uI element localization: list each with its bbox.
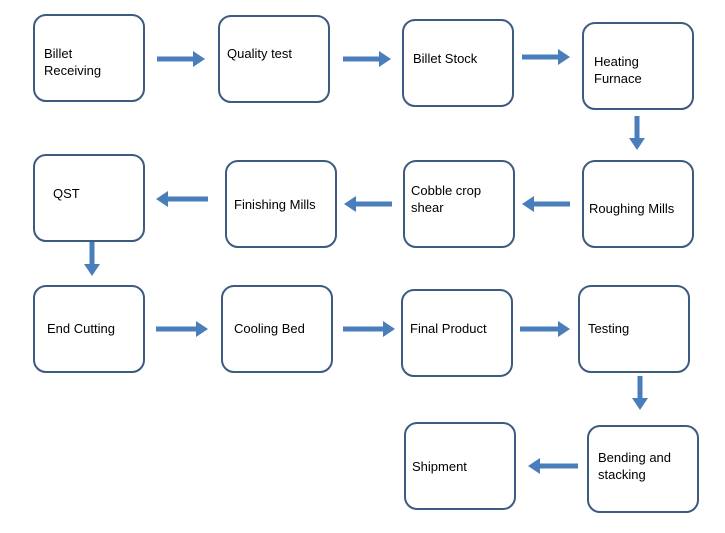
flow-arrow-finishing-mills-to-qst <box>156 191 208 207</box>
step-label: QST <box>53 186 80 201</box>
step-box <box>404 422 516 510</box>
flow-arrow-quality-test-to-billet-stock <box>343 51 391 67</box>
flow-arrow-qst-to-end-cutting <box>84 242 100 276</box>
step-box <box>33 154 145 242</box>
step-label: Billet <box>44 46 73 61</box>
step-testing: Testing <box>578 285 690 373</box>
step-box <box>401 289 513 377</box>
flow-arrow-testing-to-bending-and-stacking <box>632 376 648 410</box>
flow-arrow-cobble-crop-shear-to-finishing-mills <box>344 196 392 212</box>
flow-arrow-final-product-to-testing <box>520 321 570 337</box>
flow-arrow-heating-furnace-to-roughing-mills <box>629 116 645 150</box>
step-box <box>587 425 699 513</box>
step-label: Receiving <box>44 63 101 78</box>
step-label: Quality test <box>227 46 292 61</box>
step-label: Shipment <box>412 459 467 474</box>
flow-arrow-billet-receiving-to-quality-test <box>157 51 205 67</box>
step-end-cutting: End Cutting <box>33 285 145 373</box>
step-label: End Cutting <box>47 321 115 336</box>
step-box <box>578 285 690 373</box>
step-quality-test: Quality test <box>218 15 330 103</box>
step-label: stacking <box>598 467 646 482</box>
flow-arrow-end-cutting-to-cooling-bed <box>156 321 208 337</box>
flow-arrow-billet-stock-to-heating-furnace <box>522 49 570 65</box>
flow-arrow-bending-and-stacking-to-shipment <box>528 458 578 474</box>
step-box <box>33 285 145 373</box>
step-box <box>218 15 330 103</box>
step-cobble-crop-shear: Cobble crop shear <box>403 160 515 248</box>
step-finishing-mills: Finishing Mills <box>225 160 337 248</box>
step-label: shear <box>411 200 444 215</box>
step-label: Finishing Mills <box>234 197 316 212</box>
step-label: Bending and <box>598 450 671 465</box>
flow-arrow-roughing-mills-to-cobble-crop-shear <box>522 196 570 212</box>
step-box <box>402 19 514 107</box>
step-qst: QST <box>33 154 145 242</box>
flow-arrow-cooling-bed-to-final-product <box>343 321 395 337</box>
step-box <box>225 160 337 248</box>
step-label: Furnace <box>594 71 642 86</box>
step-label: Cooling Bed <box>234 321 305 336</box>
step-cooling-bed: Cooling Bed <box>221 285 333 373</box>
step-label: Cobble crop <box>411 183 481 198</box>
step-label: Billet Stock <box>413 51 478 66</box>
step-box <box>33 14 145 102</box>
step-bending-and-stacking: Bending and stacking <box>587 425 699 513</box>
step-label: Testing <box>588 321 629 336</box>
step-label: Heating <box>594 54 639 69</box>
step-box <box>221 285 333 373</box>
step-final-product: Final Product <box>401 289 513 377</box>
step-shipment: Shipment <box>404 422 516 510</box>
step-label: Final Product <box>410 321 487 336</box>
step-box <box>582 160 694 248</box>
step-box <box>403 160 515 248</box>
step-billet-stock: Billet Stock <box>402 19 514 107</box>
step-box <box>582 22 694 110</box>
step-label: Roughing Mills <box>589 201 675 216</box>
step-roughing-mills: Roughing Mills <box>582 160 694 248</box>
